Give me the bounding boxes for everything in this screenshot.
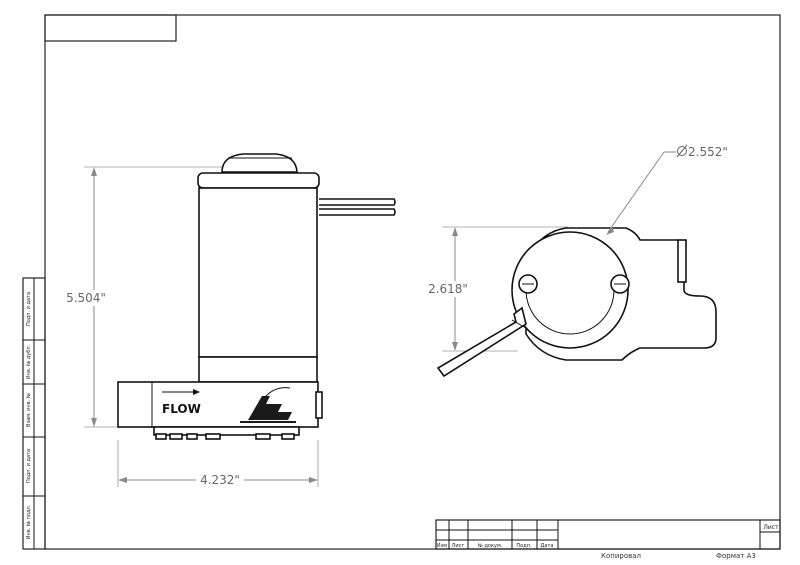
pump-motor-body <box>198 187 318 358</box>
sheet-label: Лист <box>763 524 779 531</box>
side-label-3: Взам. инв. № <box>26 392 32 427</box>
title-col-izm: Изм <box>437 543 447 549</box>
screw-head-icon <box>518 274 538 294</box>
title-col-sign: Подп. <box>516 543 532 549</box>
pump-base <box>117 381 319 428</box>
top-height-dimension-label: 2.618" <box>428 282 468 296</box>
format-label: Формат А3 <box>716 552 756 560</box>
bottom-fittings <box>153 426 300 440</box>
pump-lower-housing <box>198 356 318 383</box>
logo-icon <box>240 387 296 423</box>
screw-head-icon <box>610 274 630 294</box>
copied-by-label: Копировал <box>601 552 641 560</box>
base-side-port <box>315 391 323 419</box>
title-block: Изм Лист № докум. Подп. Дата Лист <box>435 519 781 550</box>
pump-cap <box>197 172 320 189</box>
flow-label: FLOW <box>162 402 201 416</box>
diameter-dimension-label: 2.552" <box>688 145 728 159</box>
pump-cap-dome <box>221 153 298 173</box>
width-dimension-label: 4.232" <box>200 473 240 487</box>
diameter-leader-line <box>607 151 665 233</box>
side-label-5: Инв. № подл. <box>26 504 32 539</box>
side-label-4: Подп. и дата <box>26 449 32 483</box>
corner-stamp-box <box>44 14 177 42</box>
top-view-wire <box>436 306 527 378</box>
wire-lower <box>319 208 396 216</box>
diameter-symbol-icon <box>676 144 688 158</box>
title-col-date: Дата <box>541 543 554 549</box>
title-col-doc: № докум. <box>478 543 503 549</box>
top-view-cylinder <box>511 231 629 349</box>
height-dimension-label: 5.504" <box>66 291 106 305</box>
flow-arrow-icon <box>162 389 200 395</box>
side-label-1: Подп. и дата <box>26 292 32 326</box>
left-binding-strip: Подп. и дата Инв. № дубл. Взам. инв. № П… <box>22 277 46 550</box>
top-view-side-tab <box>677 239 687 283</box>
wire-upper <box>319 198 396 206</box>
side-label-2: Инв. № дубл. <box>26 344 32 379</box>
title-col-list: Лист <box>452 543 465 549</box>
top-view: 2.618" 2.552" <box>426 144 728 378</box>
side-view: 5.504" FLOW <box>62 153 396 488</box>
